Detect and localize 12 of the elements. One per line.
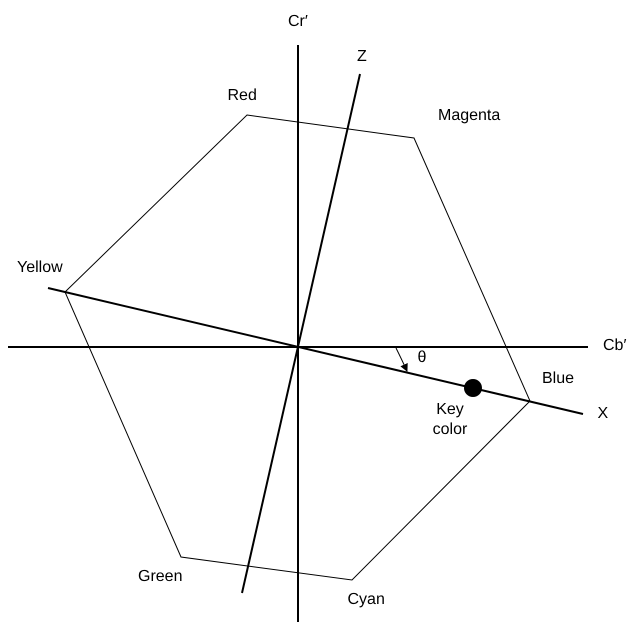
vertex-label: Magenta [438,106,500,126]
vertex-label: Cyan [348,590,385,610]
vertex-label: Yellow [17,258,63,278]
axis-label: X [598,404,608,424]
vertex-label: Red [228,86,257,106]
vertex-label: Green [138,567,182,587]
axis-label: Cr′ [288,12,308,32]
axis-label: Cb′ [603,336,626,356]
point-label: Key color [432,400,468,440]
angle-label: θ [418,348,426,368]
vertex-label: Blue [542,369,574,389]
axis-label: Z [357,47,367,67]
